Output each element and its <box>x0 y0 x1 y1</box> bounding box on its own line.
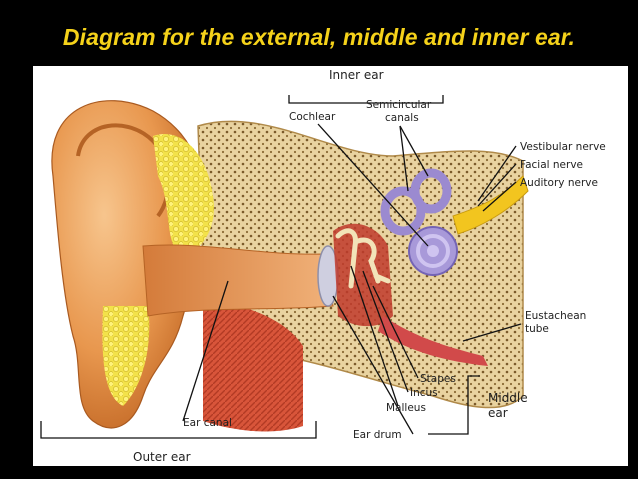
label-auditory-nerve: Auditory nerve <box>520 177 598 189</box>
label-eustachean-1: Eustachean <box>525 310 586 322</box>
fat-tissue-lower <box>102 306 150 406</box>
label-semicircular-1: Semicircular <box>366 99 432 111</box>
label-stapes: Stapes <box>420 373 456 385</box>
label-cochlear: Cochlear <box>289 111 336 123</box>
label-ear-drum: Ear drum <box>353 429 402 441</box>
cochlea <box>408 226 458 276</box>
label-semicircular-2: canals <box>385 112 419 124</box>
label-inner-ear: Inner ear <box>329 68 384 82</box>
diagram-title: Diagram for the external, middle and inn… <box>62 24 576 50</box>
ear-canal <box>142 244 334 317</box>
label-ear-canal: Ear canal <box>183 417 232 429</box>
fat-tissue-upper <box>153 134 214 256</box>
diagram-panel: Inner ear Cochlear Semicircular canals V… <box>33 66 628 466</box>
label-incus: Incus <box>410 387 438 399</box>
label-eustachean-2: tube <box>525 323 549 335</box>
muscle-tissue <box>203 296 303 432</box>
label-facial-nerve: Facial nerve <box>520 159 583 171</box>
middle-ear-cavity <box>333 223 393 327</box>
label-middle: Middle <box>488 391 528 405</box>
label-middle-ear: ear <box>488 406 508 420</box>
label-outer-ear: Outer ear <box>133 450 191 464</box>
semicircular-canals <box>380 168 452 236</box>
ear-illustration: Inner ear Cochlear Semicircular canals V… <box>40 68 606 464</box>
label-malleus: Malleus <box>386 402 426 414</box>
pointer-lines <box>40 95 522 439</box>
label-vestibular-nerve: Vestibular nerve <box>520 141 606 153</box>
ossicles <box>335 228 391 289</box>
eustachian-tube <box>378 316 488 366</box>
